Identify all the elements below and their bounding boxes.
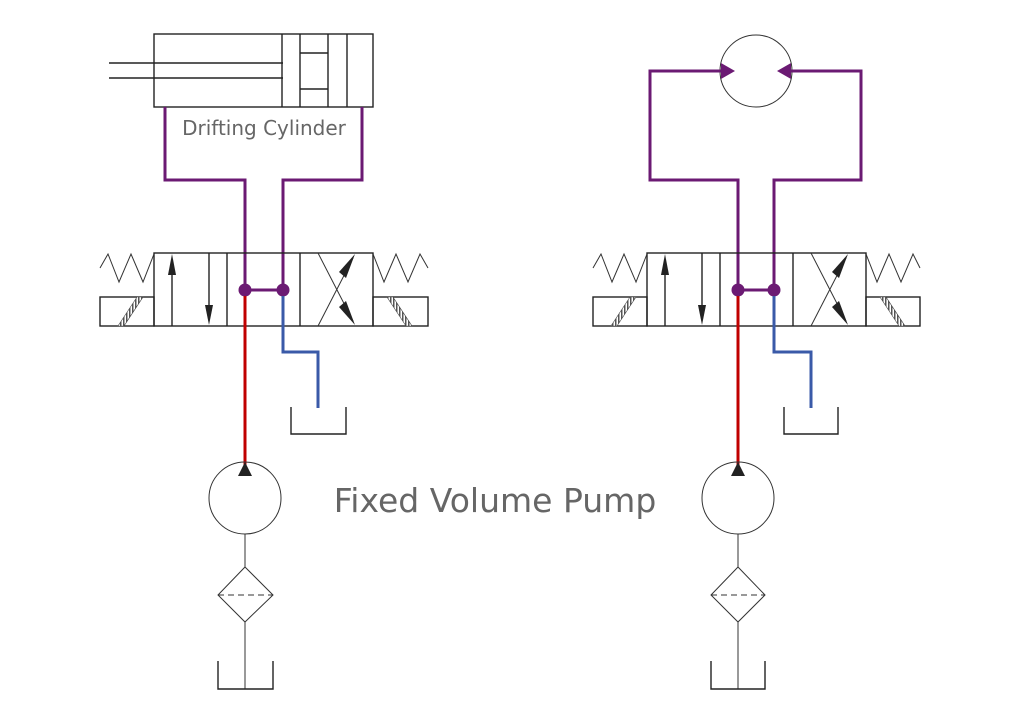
junction-dot [238, 283, 252, 297]
tank-icon [217, 661, 274, 690]
tank-icon [710, 661, 766, 690]
spring-icon [372, 252, 429, 284]
spring-icon [592, 252, 648, 284]
arrow-head-icon [339, 301, 355, 325]
fixed-volume-pump[interactable] [701, 461, 775, 535]
pump-arrow-icon [238, 462, 252, 476]
cylinder-circuit: Drifting Cylinder [99, 33, 429, 690]
pump-label: Fixed Volume Pump [334, 481, 657, 520]
arrow-head-icon [205, 305, 213, 325]
hydraulic-motor[interactable] [719, 34, 793, 108]
solenoid-left [99, 296, 155, 327]
fixed-volume-pump[interactable] [208, 461, 282, 535]
valve-body [153, 252, 374, 327]
arrow-head-icon [698, 305, 706, 325]
work-line-a [163, 107, 247, 290]
motor-arrow-icon [721, 63, 735, 79]
junction-dot [276, 283, 290, 297]
cylinder-barrel [153, 33, 374, 108]
motor-arrow-icon [777, 63, 791, 79]
solenoid-coil-icon [386, 296, 413, 327]
drifting-cylinder[interactable] [109, 33, 374, 108]
valve-body [646, 252, 867, 327]
directional-control-valve[interactable] [592, 252, 921, 327]
filter-icon [710, 566, 766, 623]
return-line [281, 296, 320, 408]
filter-icon [217, 566, 274, 623]
solenoid-right [372, 296, 429, 327]
junction-dot [731, 283, 745, 297]
directional-control-valve[interactable] [99, 252, 429, 327]
arrow-head-icon [339, 254, 355, 278]
solenoid-right [865, 296, 921, 327]
tank-icon [783, 407, 839, 435]
cylinder-label: Drifting Cylinder [182, 116, 347, 140]
solenoid-coil-icon [610, 296, 637, 327]
work-line-a [648, 69, 740, 290]
pump-arrow-icon [731, 462, 745, 476]
work-line-b [772, 69, 863, 290]
arrow-head-icon [661, 254, 669, 275]
work-line-b [281, 107, 364, 290]
solenoid-coil-icon [879, 296, 906, 327]
solenoid-coil-icon [117, 296, 144, 327]
solenoid-left [592, 296, 648, 327]
junction-dot [767, 283, 781, 297]
spring-icon [865, 252, 921, 284]
arrow-head-icon [832, 301, 848, 325]
arrow-head-icon [832, 254, 848, 278]
motor-circuit [592, 34, 921, 690]
spring-icon [99, 252, 155, 284]
return-line [772, 296, 813, 408]
tank-icon [290, 407, 347, 435]
arrow-head-icon [168, 254, 176, 275]
